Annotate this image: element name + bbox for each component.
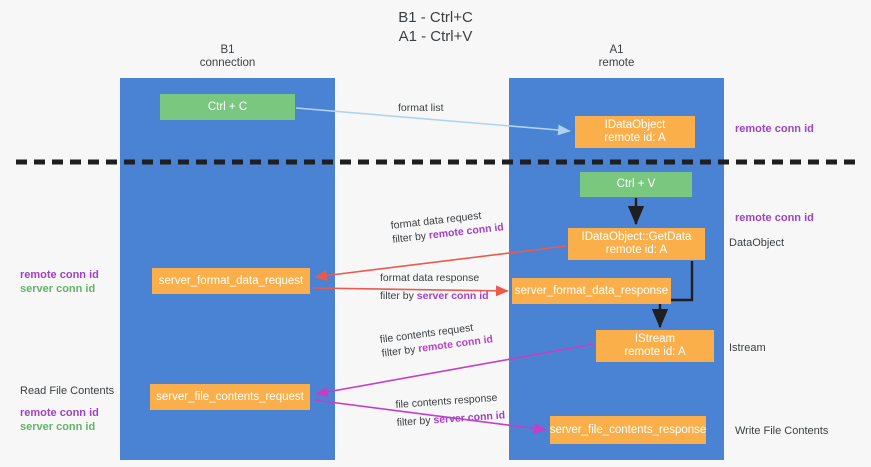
box-idataobject-line-2: remote id: A [604, 132, 666, 144]
box-server-file-contents-request-label: server_file_contents_request [156, 390, 304, 403]
lane-header-b1-subtitle: connection [199, 57, 256, 69]
edge-label-file-contents-request: file contents request filter by remote c… [379, 318, 494, 360]
annotation-read-file-contents: Read File Contents [20, 385, 115, 397]
annotation-write-file-contents: Write File Contents [735, 424, 828, 438]
box-idataobject-getdata[interactable]: IDataObject::GetData remote id: A [568, 228, 705, 260]
edge-label-format-list: format list [398, 101, 444, 115]
annotation-remote-conn-id-mid-text: remote conn id [735, 212, 814, 224]
edge-label-format-data-response-filter: filter by server conn id [380, 289, 489, 303]
box-getdata-line-2: remote id: A [605, 244, 668, 256]
box-server-format-data-response-label: server_format_data_response [514, 284, 669, 297]
box-server-file-contents-response[interactable]: server_file_contents_response [550, 416, 706, 444]
title-line-2: A1 - Ctrl+V [398, 28, 473, 45]
box-ctrl-v-label: Ctrl + V [616, 178, 656, 190]
box-idataobject[interactable]: IDataObject remote id: A [575, 116, 695, 148]
filter-prefix: filter by [396, 414, 434, 429]
annotation-left-1-server: server conn id [20, 283, 96, 295]
lane-header-a1-name: A1 [609, 44, 624, 56]
box-idataobject-line-1: IDataObject [604, 119, 666, 131]
edge-label-format-data-response-line-1: format data response [380, 272, 480, 284]
box-istream-line-2: remote id: A [624, 346, 686, 358]
annotation-dataobject-text: DataObject [729, 237, 785, 249]
annotation-dataobject: DataObject [729, 236, 784, 250]
edge-label-format-data-response: format data response filter by server co… [380, 271, 489, 303]
filter-prefix: filter by [391, 229, 430, 246]
annotation-left-2-server: server conn id [20, 421, 96, 433]
box-server-format-data-request[interactable]: server_format_data_request [152, 268, 310, 294]
edge-label-format-data-request: format data request filter by remote con… [390, 206, 504, 247]
annotation-istream-text: Istream [729, 342, 766, 354]
edge-label-file-contents-response-filter: filter by server conn id [396, 408, 505, 430]
annotation-left-2-remote: remote conn id [20, 407, 99, 419]
annotation-left-group-2: Read File Contents remote conn id server… [20, 384, 114, 434]
box-server-file-contents-response-label: server_file_contents_response [549, 423, 707, 436]
box-ctrl-c[interactable]: Ctrl + C [160, 94, 295, 120]
box-istream[interactable]: IStream remote id: A [596, 330, 714, 362]
lane-header-a1: A1 remote [509, 44, 724, 70]
box-server-format-data-request-label: server_format_data_request [158, 274, 304, 287]
lane-header-b1-name: B1 [220, 44, 235, 56]
annotation-left-1-remote: remote conn id [20, 269, 99, 281]
annotation-write-file-contents-text: Write File Contents [735, 425, 829, 437]
box-ctrl-c-label: Ctrl + C [207, 100, 248, 113]
lane-header-b1: B1 connection [120, 44, 335, 70]
lane-header-a1-subtitle: remote [598, 57, 635, 69]
box-istream-line-1: IStream [634, 333, 676, 345]
filter-key: server conn id [433, 409, 506, 427]
annotation-remote-conn-id-top: remote conn id [735, 122, 814, 136]
filter-prefix: filter by [380, 343, 419, 360]
annotation-left-group-1: remote conn id server conn id [20, 268, 99, 296]
box-ctrl-v[interactable]: Ctrl + V [580, 172, 692, 197]
page-title: B1 - Ctrl+C A1 - Ctrl+V [0, 8, 871, 46]
filter-prefix: filter by [380, 290, 417, 302]
box-server-format-data-response[interactable]: server_format_data_response [512, 278, 671, 304]
edge-label-format-list-text: format list [398, 102, 444, 114]
edge-label-file-contents-response: file contents response filter by server … [395, 390, 506, 429]
annotation-remote-conn-id-mid: remote conn id [735, 211, 814, 225]
annotation-remote-conn-id-top-text: remote conn id [735, 123, 814, 135]
box-server-file-contents-request[interactable]: server_file_contents_request [150, 384, 310, 410]
title-line-1: B1 - Ctrl+C [398, 9, 473, 26]
box-getdata-line-1: IDataObject::GetData [581, 231, 692, 243]
annotation-istream: Istream [729, 341, 766, 355]
filter-key: server conn id [416, 290, 489, 302]
